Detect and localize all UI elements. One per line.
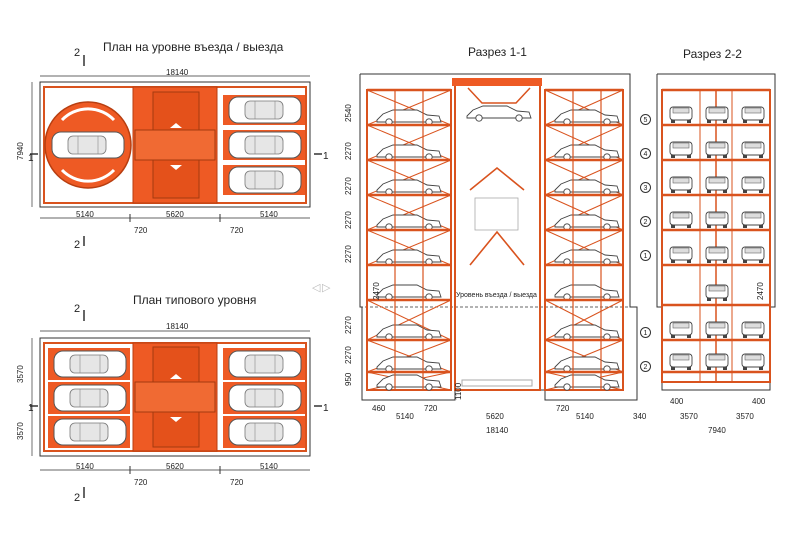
dim-3570-a: 3570	[16, 365, 25, 383]
s11-h-4: 2270	[344, 211, 353, 229]
section-mark-1-right-typ: 1	[323, 403, 329, 414]
level-circle: 3	[640, 182, 651, 193]
s11-b-340: 340	[633, 412, 647, 421]
s11-b-5140a: 5140	[396, 412, 414, 421]
s11-h-1: 2540	[344, 104, 353, 122]
section-mark-2-bottom-typ: 2	[74, 492, 81, 504]
dim-total-typ: 18140	[166, 322, 189, 331]
dim-5620-b: 5620	[166, 462, 184, 471]
dim-5140-c: 5140	[76, 462, 94, 471]
s11-h-5: 2270	[344, 245, 353, 263]
title-plan-entry: План на уровне въезда / выезда	[103, 40, 284, 54]
section-mark-2-top: 2	[74, 47, 81, 59]
s11-b-720b: 720	[556, 404, 570, 413]
section-mark-2-top-typ: 2	[74, 303, 81, 315]
section-mark-1-left: 1	[28, 153, 34, 164]
s11-h-3: 2270	[344, 177, 353, 195]
dim-5620-a: 5620	[166, 210, 184, 219]
level-circle: 1	[640, 327, 651, 338]
dim-5140-b: 5140	[260, 210, 278, 219]
s22-b-3570a: 3570	[680, 412, 698, 421]
level-circle: 4	[640, 148, 651, 159]
s22-b-3570b: 3570	[736, 412, 754, 421]
dim-total-entry: 18140	[166, 68, 189, 77]
s11-h-6: 2470	[372, 282, 381, 300]
s11-b-720a: 720	[424, 404, 438, 413]
level-circle: 2	[640, 216, 651, 227]
dim-3570-b: 3570	[16, 422, 25, 440]
s22-b-400a: 400	[670, 397, 684, 406]
level-circle: 1	[640, 250, 651, 261]
dim-720-d: 720	[230, 478, 244, 487]
dim-5140-d: 5140	[260, 462, 278, 471]
level-circle: 2	[640, 361, 651, 372]
entry-level-label: Уровень въезда / выезда	[456, 292, 537, 299]
plan-entry	[30, 55, 322, 246]
generated-frames	[366, 88, 770, 391]
next-arrow-icon[interactable]: ▷	[322, 282, 331, 294]
title-section-1-1: Разрез 1-1	[468, 45, 527, 59]
s11-h-7: 2270	[344, 316, 353, 334]
plan-typical	[30, 310, 322, 498]
section-mark-1-right: 1	[323, 151, 329, 162]
s11-total: 18140	[486, 426, 509, 435]
s22-total: 7940	[708, 426, 726, 435]
s11-b-460: 460	[372, 404, 386, 413]
s22-h-2470: 2470	[756, 282, 765, 300]
dim-5140-a: 5140	[76, 210, 94, 219]
dim-720-c: 720	[134, 478, 148, 487]
title-plan-typical: План типового уровня	[133, 293, 257, 307]
s11-h-9: 950	[344, 372, 353, 386]
s22-b-400b: 400	[752, 397, 766, 406]
level-circle: 5	[640, 114, 651, 125]
section-mark-2-bottom: 2	[74, 239, 81, 251]
s11-b-5620: 5620	[486, 412, 504, 421]
s11-b-5140b: 5140	[576, 412, 594, 421]
s11-pit: 1100	[454, 382, 463, 400]
section-mark-1-left-typ: 1	[28, 403, 34, 414]
prev-arrow-icon[interactable]: ◁	[312, 282, 321, 294]
section-1-1	[359, 73, 638, 401]
dim-720-a: 720	[134, 226, 148, 235]
dim-720-b: 720	[230, 226, 244, 235]
title-section-2-2: Разрез 2-2	[683, 47, 742, 61]
s11-h-2: 2270	[344, 142, 353, 160]
dim-7940: 7940	[16, 142, 25, 160]
s11-h-8: 2270	[344, 346, 353, 364]
